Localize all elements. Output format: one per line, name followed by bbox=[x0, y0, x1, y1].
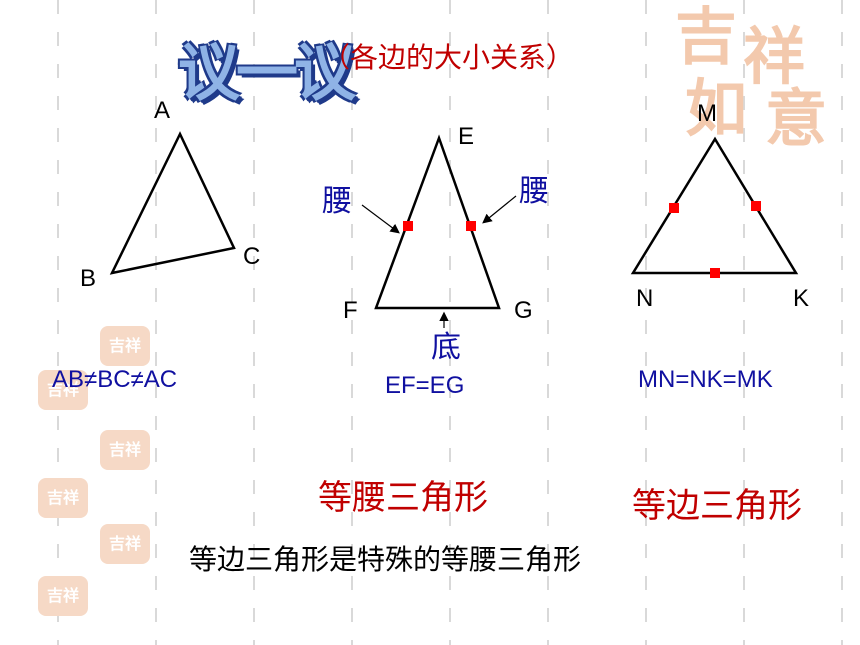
triangle-efg bbox=[374, 134, 501, 310]
small-watermark-seal: 吉祥 bbox=[100, 326, 150, 366]
vertex-label-e: E bbox=[458, 123, 475, 150]
vertex-label-m: M bbox=[697, 100, 717, 127]
base-label: 底 bbox=[431, 330, 461, 365]
arrow-left-leg bbox=[361, 204, 400, 234]
small-watermark-seal: 吉祥 bbox=[38, 370, 88, 410]
isosceles-relation: EF=EG bbox=[385, 372, 465, 399]
scalene-relation: AB≠BC≠AC bbox=[52, 366, 178, 393]
side-tick-mn bbox=[669, 203, 679, 213]
conclusion-text: 等边三角形是特殊的等腰三角形 bbox=[189, 543, 582, 576]
small-watermark-seal: 吉祥 bbox=[100, 430, 150, 470]
vertex-label-f: F bbox=[343, 297, 358, 324]
leg-tick-left bbox=[403, 221, 413, 231]
leg-tick-right bbox=[466, 221, 476, 231]
vertex-label-b: B bbox=[80, 265, 97, 292]
watermark-seal: 吉 祥 如 意 bbox=[675, 0, 828, 155]
vertex-label-n: N bbox=[636, 285, 654, 312]
small-watermark-seal: 吉祥 bbox=[38, 478, 88, 518]
page-title: 议一议 bbox=[178, 36, 356, 109]
vertex-label-g: G bbox=[514, 297, 533, 324]
side-tick-mk bbox=[751, 201, 761, 211]
vertex-label-c: C bbox=[243, 243, 261, 270]
page-subtitle: （各边的大小关系） bbox=[322, 41, 575, 74]
equilateral-relation: MN=NK=MK bbox=[638, 366, 773, 393]
small-watermark-seal: 吉祥 bbox=[38, 576, 88, 616]
vertex-label-a: A bbox=[154, 97, 171, 124]
side-tick-nk bbox=[710, 268, 720, 278]
arrow-right-leg bbox=[482, 195, 517, 224]
isosceles-triangle-name: 等腰三角形 bbox=[318, 478, 488, 518]
equilateral-triangle-name: 等边三角形 bbox=[632, 486, 802, 526]
leg-label-right: 腰 bbox=[519, 174, 549, 209]
triangle-abc bbox=[109, 131, 236, 275]
leg-label-left: 腰 bbox=[322, 184, 352, 219]
vertex-label-k: K bbox=[793, 285, 810, 312]
triangle-mnk bbox=[630, 136, 799, 275]
small-watermark-seal: 吉祥 bbox=[100, 524, 150, 564]
